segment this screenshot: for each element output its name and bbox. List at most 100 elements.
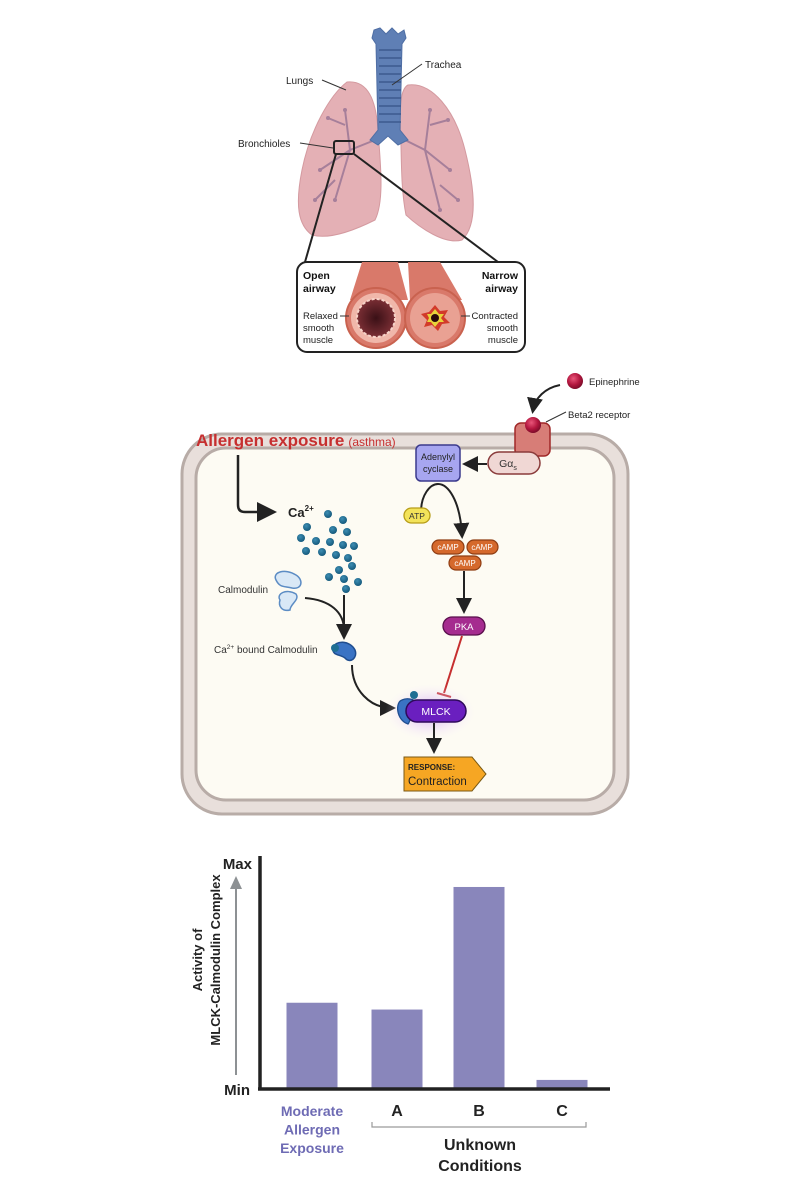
lungs-illustration xyxy=(297,27,499,263)
g-alpha-s-node xyxy=(487,451,541,475)
cell-interior xyxy=(194,446,616,802)
bronchioles-label: Bronchioles xyxy=(238,139,290,150)
calcium-ion xyxy=(354,578,362,586)
epinephrine-label: Epinephrine xyxy=(589,377,640,388)
bronchial-tree xyxy=(314,109,459,211)
calcium-ion xyxy=(335,566,343,574)
x-tick-label: Allergen xyxy=(284,1122,340,1138)
group-label-line-1: Unknown xyxy=(444,1137,516,1154)
contracted-label-3: muscle xyxy=(488,335,518,346)
pka-inhibits-mlck xyxy=(443,635,463,694)
epinephrine-icon xyxy=(567,373,583,389)
contracted-label-1: Contracted xyxy=(472,311,518,322)
calcium-ion xyxy=(344,554,352,562)
lungs-leader xyxy=(321,79,347,91)
calcium-ion xyxy=(318,548,326,556)
narrow-airway-tube xyxy=(404,262,466,349)
camp-label-1: cAMP xyxy=(437,543,458,552)
atp-label: ATP xyxy=(409,511,425,521)
camp-label-3: cAMP xyxy=(454,559,475,568)
open-airway-tube xyxy=(345,262,408,349)
x-tick-label: A xyxy=(391,1103,403,1120)
airway-inset xyxy=(296,261,526,353)
zoom-line-left xyxy=(304,153,337,263)
calcium-label: Ca2+ xyxy=(288,504,314,520)
narrow-airway-title-2: airway xyxy=(485,283,518,295)
adenylyl-cyclase-label-1: Adenylyl xyxy=(421,452,455,462)
allergen-arrow xyxy=(236,455,277,522)
calcium-ion xyxy=(312,537,320,545)
bar-moderate-allergen-exposure xyxy=(286,1002,338,1089)
group-label-line-2: Conditions xyxy=(438,1158,522,1175)
open-airway-title-1: Open xyxy=(303,270,330,282)
y-axis-arrow-head xyxy=(230,876,242,889)
mlck-node xyxy=(405,699,467,723)
calcium-ion xyxy=(339,516,347,524)
bound-epinephrine-icon xyxy=(525,417,541,433)
calcium-ion xyxy=(339,541,347,549)
unknown-conditions-bracket xyxy=(371,1122,587,1128)
mlck-label: MLCK xyxy=(421,706,450,718)
calcium-ion xyxy=(303,523,311,531)
trachea-label: Trachea xyxy=(425,60,462,71)
g-alpha-s-label: Gαs xyxy=(499,458,517,472)
atp-to-camp-arrow xyxy=(420,482,470,539)
camp-label-2: cAMP xyxy=(471,543,492,552)
lungs-label: Lungs xyxy=(286,76,313,87)
y-axis-label-line-1: Activity of xyxy=(190,928,205,992)
calcium-ion xyxy=(343,528,351,536)
relaxed-label-1: Relaxed xyxy=(303,311,338,322)
alveoli-dots xyxy=(313,108,460,212)
beta2-receptor-label: Beta2 receptor xyxy=(568,410,630,421)
bronchioles-leader xyxy=(299,142,334,149)
trachea xyxy=(369,27,409,146)
left-lung xyxy=(297,81,382,237)
y-axis-label-line-2: MLCK-Calmodulin Complex xyxy=(208,874,223,1046)
bar-a xyxy=(371,1009,423,1089)
x-tick-label: Moderate xyxy=(281,1103,343,1119)
pka-label: PKA xyxy=(454,622,474,633)
x-tick-label: C xyxy=(556,1103,568,1120)
relaxed-label-3: muscle xyxy=(303,335,333,346)
calcium-ion xyxy=(340,575,348,583)
allergen-exposure-title: Allergen exposure(asthma) xyxy=(196,431,396,450)
camp-node-3 xyxy=(448,555,482,571)
calcium-ion xyxy=(348,562,356,570)
ca-bound-calmodulin-label: Ca2+ bound Calmodulin xyxy=(214,644,318,656)
atp-node xyxy=(403,507,431,524)
calmodulin-icon xyxy=(274,570,302,612)
x-tick-label: B xyxy=(473,1103,485,1120)
calcium-ion xyxy=(326,538,334,546)
calcium-ions xyxy=(297,510,362,593)
calcium-ion xyxy=(350,542,358,550)
y-tick-min: Min xyxy=(224,1082,250,1099)
right-lung xyxy=(399,84,474,242)
calcium-ion xyxy=(329,526,337,534)
trachea-leader xyxy=(391,63,423,86)
response-box xyxy=(403,756,487,792)
bar-b xyxy=(453,886,505,1089)
calcium-ion xyxy=(332,551,340,559)
calcium-ion xyxy=(297,534,305,542)
y-tick-max: Max xyxy=(223,856,253,873)
adenylyl-cyclase-node xyxy=(415,444,461,482)
camp-node-1 xyxy=(431,539,465,555)
epinephrine-arrow xyxy=(527,384,561,414)
x-tick-label: Exposure xyxy=(280,1140,344,1156)
open-airway-title-2: airway xyxy=(303,283,336,295)
pka-node xyxy=(442,616,486,636)
calcium-ion xyxy=(342,585,350,593)
narrow-airway-title-1: Narrow xyxy=(482,270,519,282)
camp-node-2 xyxy=(466,539,499,555)
zoom-line-right xyxy=(353,153,499,263)
calcium-ion xyxy=(325,573,333,581)
contracted-label-2: smooth xyxy=(487,323,518,334)
calcium-ion xyxy=(302,547,310,555)
zoom-box xyxy=(333,140,355,155)
bar-c xyxy=(536,1079,588,1089)
calcium-ion xyxy=(324,510,332,518)
response-value: Contraction xyxy=(408,776,467,788)
activity-bar-chart: Activity of MLCK-Calmodulin Complex Max … xyxy=(190,856,610,1175)
calmodulin-label: Calmodulin xyxy=(218,585,268,596)
